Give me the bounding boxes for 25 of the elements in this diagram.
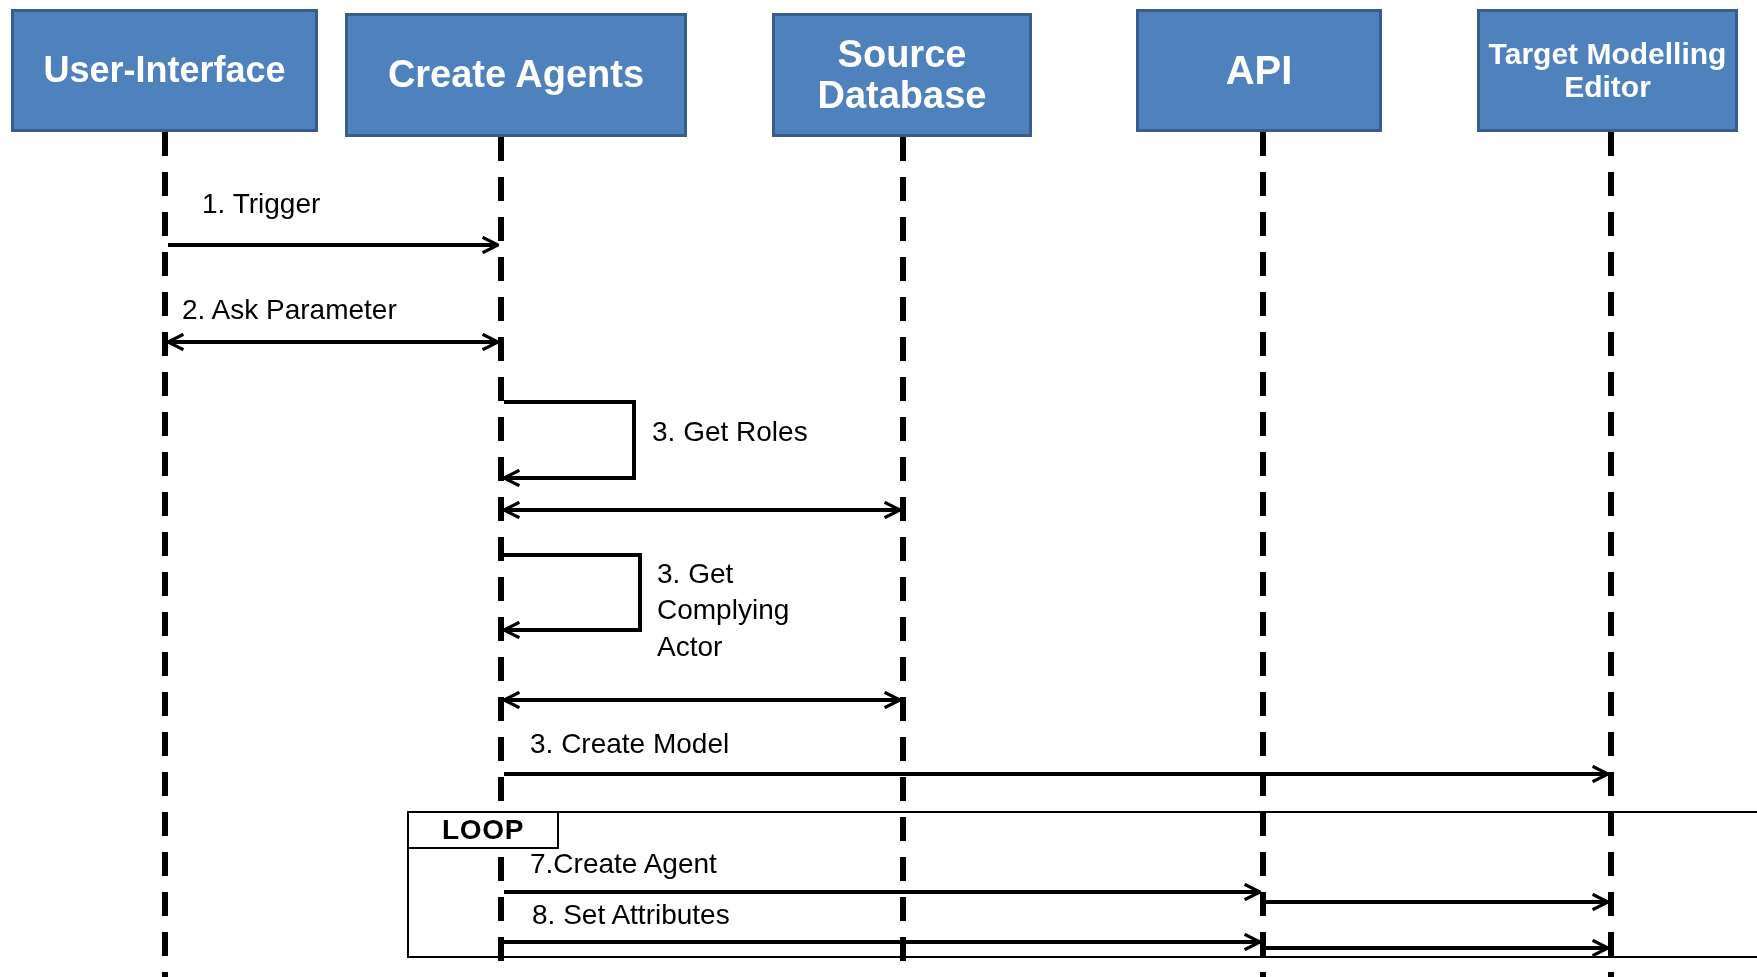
participant-box — [772, 13, 1032, 137]
participant-name: User-Interface — [42, 51, 287, 90]
message-arrow — [166, 332, 500, 352]
participant-box — [1477, 9, 1738, 132]
participant-name: Target Modelling Editor — [1487, 38, 1728, 103]
message-arrow — [502, 553, 642, 640]
participant-box — [345, 13, 687, 137]
lifeline — [162, 132, 168, 977]
participant-box — [1136, 9, 1382, 132]
frame-label: LOOP — [409, 813, 559, 849]
message-arrow — [1266, 938, 1610, 958]
participant-name: API — [1224, 48, 1294, 93]
lifeline — [1608, 132, 1614, 977]
lifeline — [1260, 132, 1266, 977]
participant-name: Create Agents — [386, 54, 646, 96]
message-arrow — [502, 400, 636, 488]
message-arrow — [504, 932, 1262, 952]
message-arrow — [502, 500, 902, 520]
participant-name: Source Database — [816, 33, 988, 117]
message-arrow — [504, 764, 1610, 784]
message-arrow — [504, 882, 1262, 902]
message-arrow — [1266, 892, 1610, 912]
message-arrow — [168, 235, 500, 255]
participant-box — [11, 9, 318, 132]
message-arrow — [502, 690, 902, 710]
